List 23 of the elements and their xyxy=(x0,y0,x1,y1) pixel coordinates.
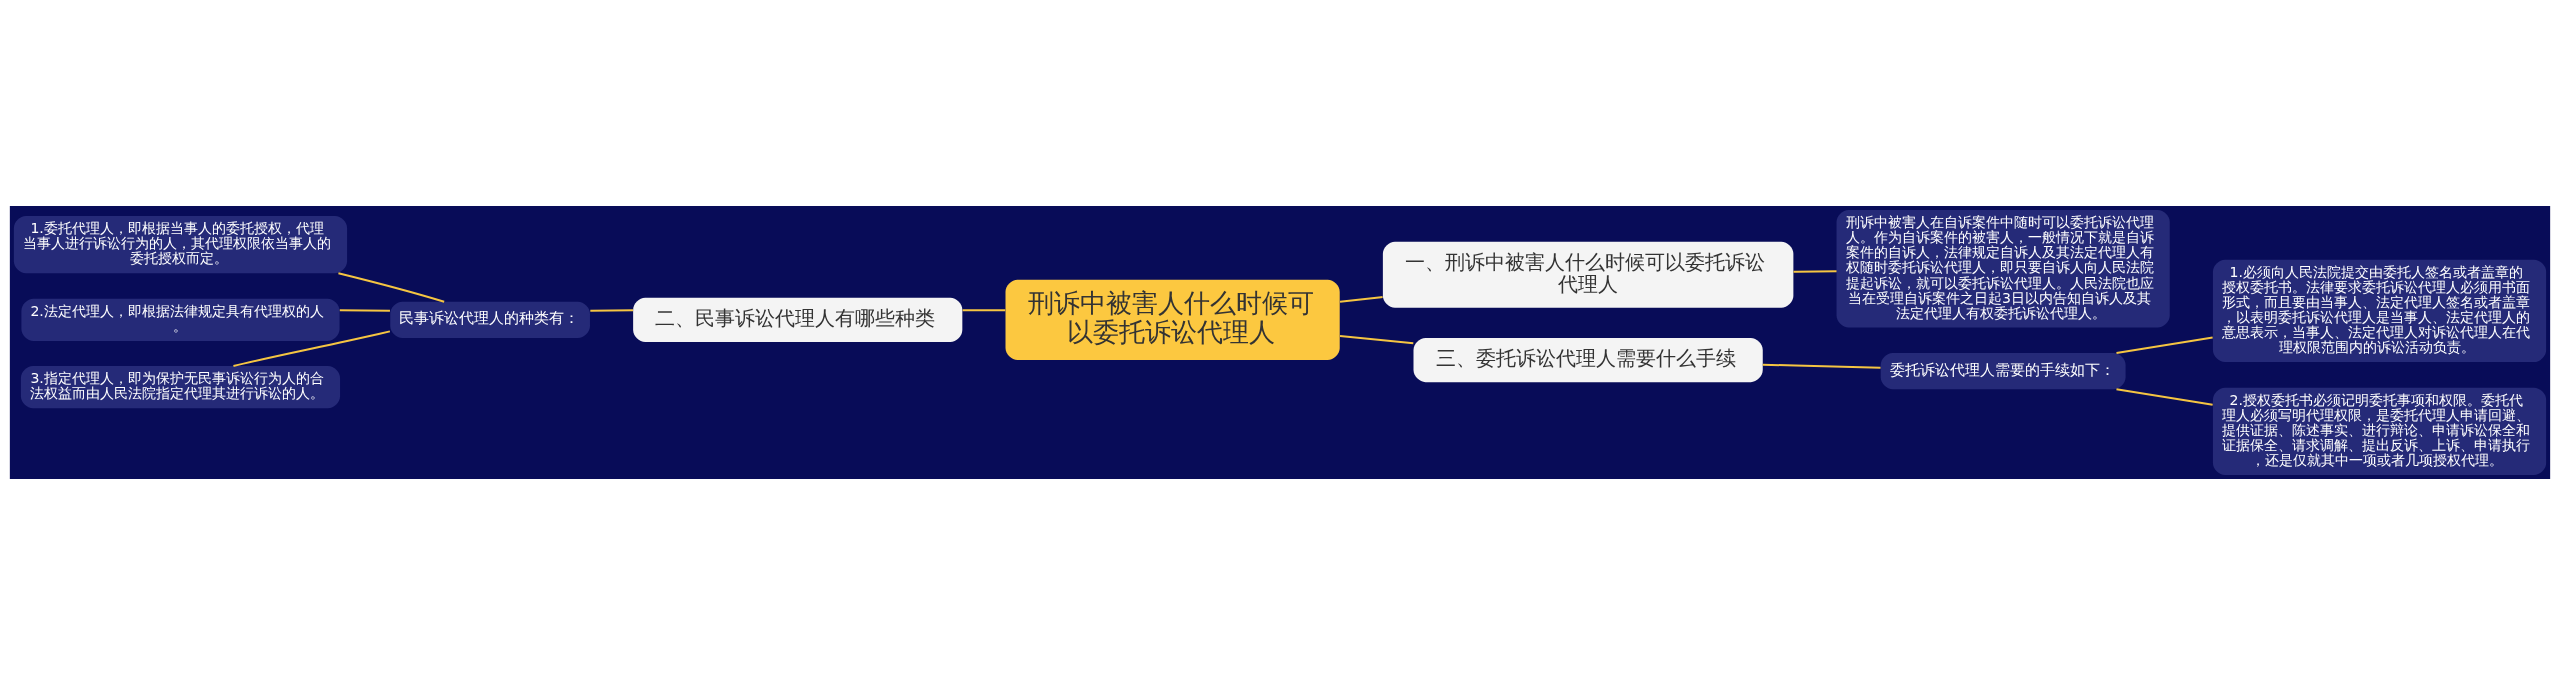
connector xyxy=(2116,388,2213,406)
connector xyxy=(590,309,634,312)
node-box: 2.法定代理人，即根据法律规定具有代理权的人。 xyxy=(21,298,340,341)
connector xyxy=(1339,335,1414,345)
node-box: 1.必须向人民法院提交由委托人签名或者盖章的授权委托书。法律要求委托诉讼代理人必须用书面形式，而且要由当事人、法定代理人签名或者盖章，以表明委托诉讼代理人是当事人、法定代理人的意思表示，当事人、法定代理人对诉讼代理人在代理权限范围内的诉讼活动负责。 xyxy=(2212,259,2547,363)
connector xyxy=(233,330,391,368)
connector xyxy=(1339,296,1383,303)
node-box: 三、委托诉讼代理人需要什么手续 xyxy=(1413,338,1763,383)
node-box: 一、刑诉中被害人什么时候可以委托诉讼代理人 xyxy=(1382,241,1794,308)
connector xyxy=(339,309,390,312)
node-box: 3.指定代理人，即为保护无民事诉讼行为人的合法权益而由人民法院指定代理其进行诉讼的人。 xyxy=(20,366,341,409)
connector xyxy=(1762,363,1881,369)
connector xyxy=(962,309,1006,312)
node-box: 刑诉中被害人什么时候可以委托诉讼代理人 xyxy=(1005,279,1340,361)
connector xyxy=(338,272,445,303)
node-box: 1.委托代理人，即根据当事人的委托授权，代理当事人进行诉讼行为的人，其代理权限依当事人的委托授权而定。 xyxy=(13,216,348,274)
node-box: 二、民事诉讼代理人有哪些种类 xyxy=(633,297,963,342)
connector xyxy=(2116,336,2213,355)
connector xyxy=(1793,270,1837,273)
node-box: 2.授权委托书必须记明委托事项和权限。委托代理人必须写明代理权限，是委托代理人申请回避、提供证据、陈述事实、进行辩论、申请诉讼保全和证据保全、请求调解、提出反诉、上诉、申请执行，还是仅就其中一项或者几项授权代理。 xyxy=(2212,387,2547,475)
node-box: 刑诉中被害人在自诉案件中随时可以委托诉讼代理人。作为自诉案件的被害人，一般情况下就是自诉案件的自诉人，法律规定自诉人及其法定代理人有权随时委托诉讼代理人，即只要自诉人向人民法院提起诉讼，就可以委托诉讼代理人。人民法院也应当在受理自诉案件之日起3日以内告知自诉人及其法定代理人有权委托诉讼代理人。 xyxy=(1836,210,2170,328)
node-box: 委托诉讼代理人需要的手续如下： xyxy=(1880,353,2126,390)
node-box: 民事诉讼代理人的种类有： xyxy=(390,301,590,338)
